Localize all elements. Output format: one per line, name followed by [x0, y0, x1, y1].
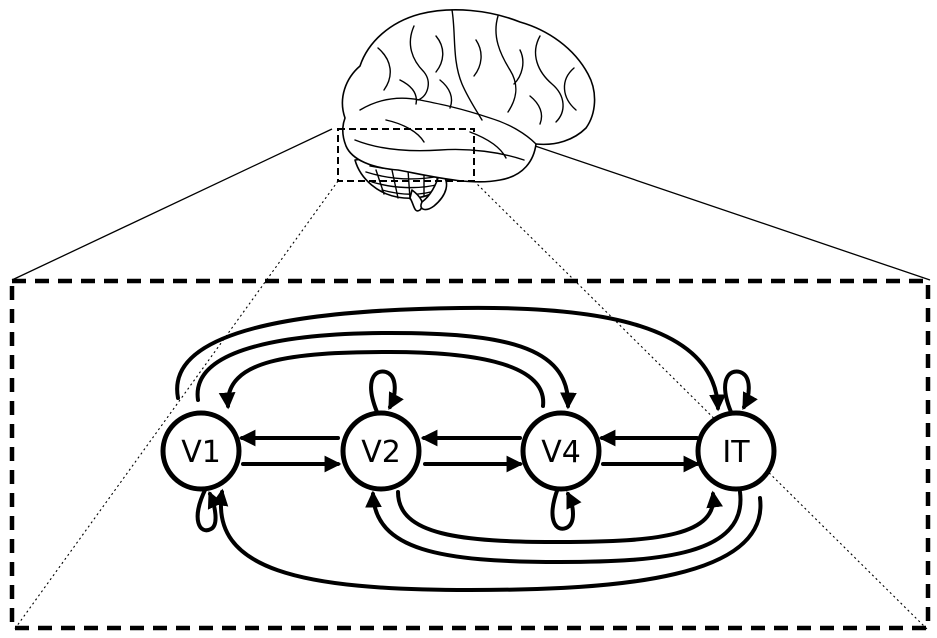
- edge-v4-to-v1: [218, 349, 546, 410]
- edge-v1-to-v4: [195, 330, 577, 410]
- zoom-region-marker: [337, 128, 475, 182]
- edge-v1-self: [195, 486, 224, 533]
- edge-v2-to-it: [396, 490, 723, 545]
- node-v1-label: V1: [181, 435, 221, 470]
- edge-it-to-v2: [365, 490, 743, 565]
- skip-edges-bottom: [211, 488, 763, 593]
- skip-edges-top: [175, 305, 726, 412]
- edge-v4-self: [550, 486, 582, 531]
- node-it: IT: [695, 410, 777, 492]
- edge-v2-self: [369, 369, 404, 414]
- adjacent-edges: [238, 429, 701, 473]
- node-v1: V1: [160, 410, 242, 492]
- edge-it-to-v1: [211, 488, 763, 593]
- zoomed-panel-frame: [9, 278, 931, 631]
- brain-icon: [341, 9, 596, 212]
- recurrent-loops: [195, 369, 758, 533]
- node-v4: V4: [520, 410, 602, 492]
- edge-it-self: [723, 369, 758, 414]
- node-v4-label: V4: [541, 435, 581, 470]
- node-it-label: IT: [722, 435, 750, 470]
- node-v2-label: V2: [361, 435, 401, 470]
- zoom-projection-lines: [11, 128, 931, 631]
- edge-v1-to-it: [175, 305, 726, 412]
- node-v2: V2: [340, 410, 422, 492]
